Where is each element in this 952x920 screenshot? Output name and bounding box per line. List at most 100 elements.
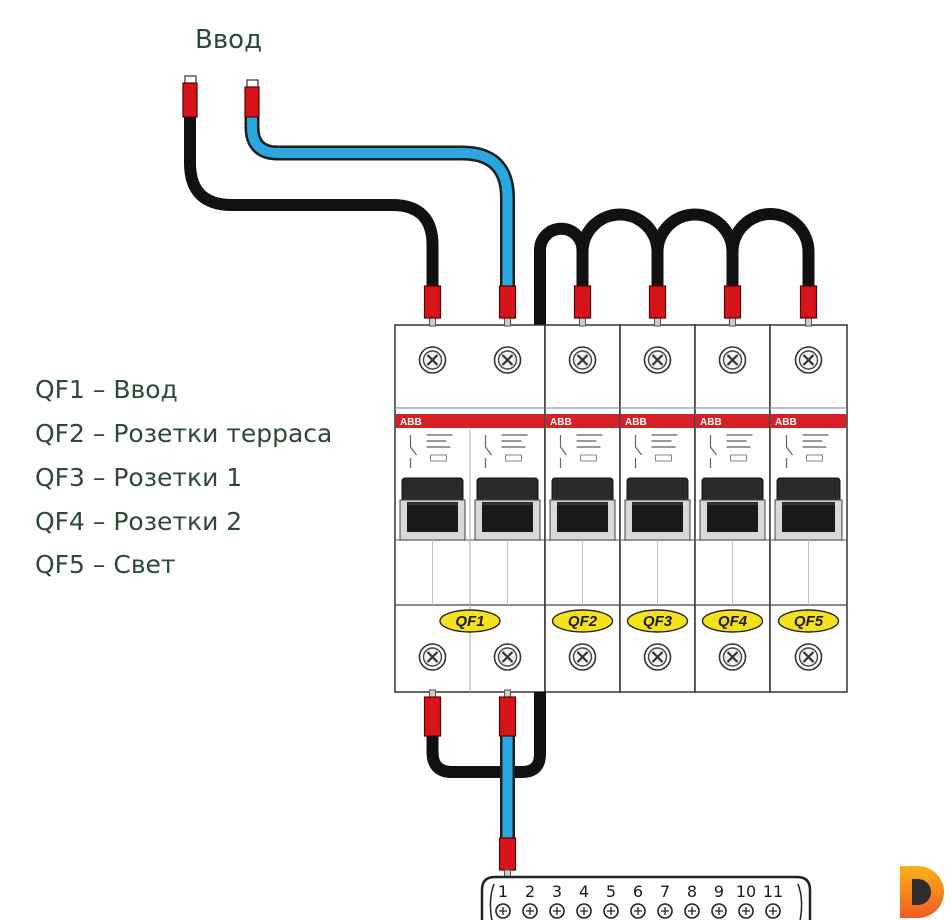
breaker-handle bbox=[774, 477, 843, 541]
handle-top bbox=[401, 477, 464, 503]
breaker-label-badge bbox=[626, 609, 689, 633]
switch-symbol-icon bbox=[634, 435, 642, 468]
rating-marking bbox=[785, 434, 829, 468]
terminal-screw-slot bbox=[526, 907, 534, 915]
top-ferrule bbox=[573, 285, 592, 319]
breaker-qf1: ABB QF1 bbox=[394, 285, 546, 693]
brand-band bbox=[620, 414, 695, 428]
terminal-screw-icon bbox=[684, 903, 700, 919]
breaker-handle bbox=[474, 477, 541, 541]
rating-marking bbox=[409, 434, 453, 468]
legend-item-qf4: QF4 – Розетки 2 bbox=[35, 507, 242, 536]
screw-slot bbox=[651, 354, 664, 366]
marking-line bbox=[501, 446, 526, 448]
switch-symbol-icon bbox=[409, 435, 417, 468]
handle-lever bbox=[632, 502, 683, 532]
marking-box bbox=[430, 454, 447, 462]
terminal-screw-slot bbox=[742, 907, 750, 915]
terminal-screw-slot bbox=[661, 907, 669, 915]
output-phase-loop-wire bbox=[426, 692, 546, 778]
input-phase-ferrule bbox=[182, 82, 198, 118]
terminal-screw-icon bbox=[493, 643, 522, 671]
breaker-label-text: QF5 bbox=[794, 613, 824, 630]
output-wires bbox=[423, 689, 546, 879]
marking-line bbox=[501, 434, 528, 436]
terminal-screw-slot bbox=[499, 907, 507, 915]
switch-symbol-icon bbox=[709, 435, 717, 468]
logo-inner bbox=[912, 879, 931, 905]
terminal-screw-icon bbox=[630, 903, 646, 919]
brand-band bbox=[395, 414, 545, 428]
terminal-number: 7 bbox=[660, 882, 670, 901]
handle-top bbox=[476, 477, 539, 503]
terminal-number: 3 bbox=[552, 882, 562, 901]
terminal-screw-slot bbox=[607, 907, 615, 915]
marking-box bbox=[730, 454, 747, 462]
breaker-label-badge bbox=[439, 609, 501, 633]
legend-item-qf2: QF2 – Розетки терраса bbox=[35, 419, 332, 448]
breaker-label-badge bbox=[777, 609, 840, 633]
breaker-label-text: QF1 bbox=[455, 613, 484, 630]
neutral-bar-ferrule bbox=[498, 837, 517, 871]
terminal-screw-icon bbox=[603, 903, 619, 919]
marking-line bbox=[576, 434, 603, 436]
terminal-screw-icon bbox=[794, 346, 823, 374]
screw-slot bbox=[802, 651, 815, 663]
top-ferrule bbox=[648, 285, 667, 319]
screw-slot bbox=[576, 651, 589, 663]
breaker-handle bbox=[549, 477, 616, 541]
busbar-jumper-wire bbox=[534, 208, 815, 325]
handle-top bbox=[626, 477, 689, 503]
terminal-number: 6 bbox=[633, 882, 643, 901]
marking-line bbox=[726, 446, 751, 448]
terminal-screw-icon bbox=[493, 346, 522, 374]
marking-line bbox=[651, 446, 676, 448]
handle-lever bbox=[707, 502, 758, 532]
terminal-bar-end-right bbox=[797, 883, 803, 920]
marking-line bbox=[802, 434, 829, 436]
screw-slot bbox=[576, 354, 589, 366]
terminal-screw-icon bbox=[576, 903, 592, 919]
screw-slot bbox=[501, 651, 514, 663]
legend-item-qf3: QF3 – Розетки 1 bbox=[35, 463, 242, 492]
marking-line bbox=[651, 434, 678, 436]
breaker-label-badge bbox=[701, 609, 764, 633]
brand-band bbox=[770, 414, 847, 428]
screw-slot bbox=[726, 354, 739, 366]
terminal-number: 10 bbox=[736, 882, 756, 901]
rating-marking bbox=[484, 434, 528, 468]
legend: QF1 – Ввод QF2 – Розетки терраса QF3 – Р… bbox=[35, 375, 332, 579]
brand-logo-text: ABB bbox=[400, 417, 422, 428]
terminal-number: 9 bbox=[714, 882, 724, 901]
handle-top bbox=[551, 477, 614, 503]
handle-lever bbox=[782, 502, 835, 532]
terminal-screw-slot bbox=[715, 907, 723, 915]
marking-line bbox=[501, 440, 522, 442]
terminal-screw-slot bbox=[634, 907, 642, 915]
handle-lever bbox=[482, 502, 533, 532]
terminal-screw-slot bbox=[688, 907, 696, 915]
handle-lever bbox=[557, 502, 608, 532]
terminal-number: 11 bbox=[763, 882, 783, 901]
breaker-label-text: QF2 bbox=[568, 613, 598, 630]
marking-line bbox=[576, 440, 597, 442]
output-neutral-ferrule bbox=[498, 696, 517, 737]
output-phase-ferrule bbox=[423, 696, 442, 737]
legend-item-qf1: QF1 – Ввод bbox=[35, 375, 178, 404]
breaker-handle bbox=[399, 477, 466, 541]
terminal-screw-slot bbox=[580, 907, 588, 915]
terminal-screw-icon bbox=[495, 903, 511, 919]
marking-box bbox=[806, 454, 823, 462]
breaker-handle bbox=[699, 477, 766, 541]
top-ferrule bbox=[799, 285, 818, 319]
marking-line bbox=[726, 434, 753, 436]
marking-line bbox=[426, 446, 451, 448]
terminal-screw-icon bbox=[418, 643, 447, 671]
terminal-screw-icon bbox=[418, 346, 447, 374]
screw-slot bbox=[426, 354, 439, 366]
marking-box bbox=[655, 454, 672, 462]
terminal-number: 5 bbox=[606, 882, 616, 901]
terminal-screw-icon bbox=[643, 346, 672, 374]
terminal-bar-end-left bbox=[489, 883, 495, 920]
